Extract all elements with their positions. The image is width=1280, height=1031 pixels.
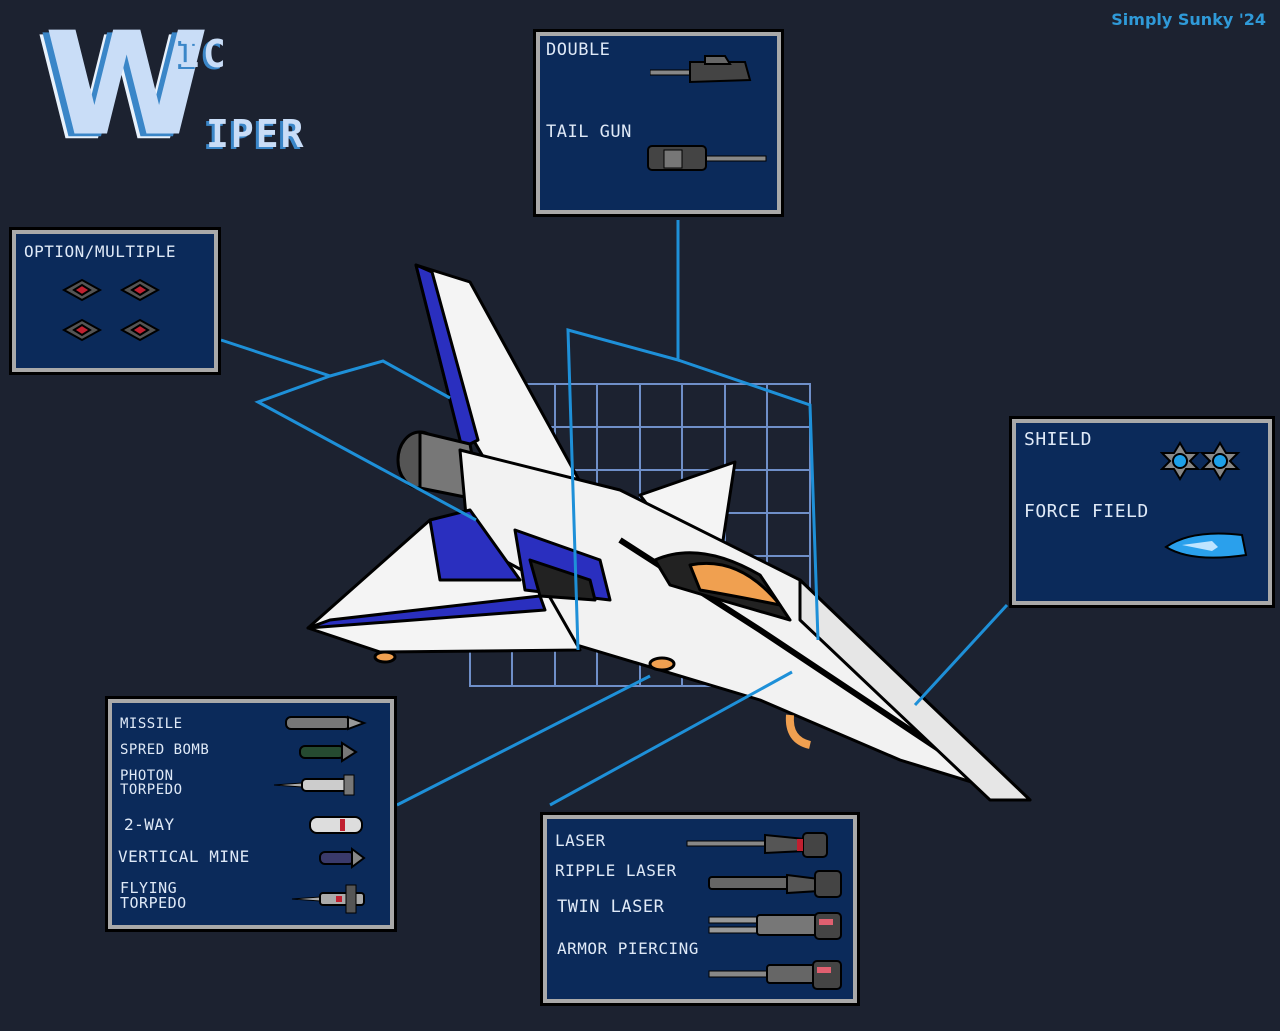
panel-lasers: LASER RIPPLE LASER TWIN LASER ARMOR PIER… <box>540 812 860 1006</box>
spred-bomb-icon <box>299 741 358 763</box>
missile-icon <box>285 715 367 731</box>
ripple-laser-icon <box>708 870 842 898</box>
logo-ic: IC <box>178 32 228 76</box>
laser-icon <box>686 832 828 858</box>
logo-iper: IPER <box>206 112 306 156</box>
label-twin-laser: TWIN LASER <box>557 897 665 917</box>
shield-icon <box>1160 441 1241 481</box>
twin-laser-icon <box>708 912 842 940</box>
vertical-mine-icon <box>319 847 366 869</box>
2-way-icon <box>309 816 363 834</box>
vic-viper-ship <box>306 263 1032 802</box>
label-vertical-mine: VERTICAL MINE <box>118 847 250 866</box>
label-double: DOUBLE <box>546 40 611 60</box>
double-gun-icon <box>650 55 752 84</box>
label-missile: MISSILE <box>120 716 183 732</box>
armor-piercing-icon <box>708 960 842 990</box>
label-photon-torpedo: PHOTON TORPEDO <box>120 768 183 798</box>
label-force-field: FORCE FIELD <box>1024 501 1149 522</box>
tail-gun-icon <box>647 145 767 171</box>
label-ripple-laser: RIPPLE LASER <box>555 861 677 880</box>
panel-missiles: MISSILE SPRED BOMB PHOTON TORPEDO 2-WAY … <box>105 696 397 932</box>
label-spred-bomb: SPRED BOMB <box>120 742 210 758</box>
label-armor-piercing: ARMOR PIERCING <box>557 939 699 958</box>
photon-torpedo-icon <box>273 774 355 796</box>
label-shield: SHIELD <box>1024 429 1093 450</box>
panel-option-multiple: OPTION/MULTIPLE <box>9 227 221 375</box>
vic-viper-logo: W IC IPER <box>28 10 308 170</box>
leader-lines <box>220 220 1009 807</box>
panel-shield-forcefield: SHIELD FORCE FIELD <box>1009 416 1275 608</box>
option-orbs-icon <box>61 278 161 342</box>
panel-double-tailgun: DOUBLE TAIL GUN <box>533 29 784 217</box>
label-2-way: 2-WAY <box>124 815 175 834</box>
label-laser: LASER <box>555 831 606 850</box>
label-tail-gun: TAIL GUN <box>546 122 632 142</box>
logo-w: W <box>44 2 209 168</box>
force-field-icon <box>1164 532 1248 559</box>
label-flying-torpedo: FLYING TORPEDO <box>120 879 187 912</box>
artist-credit: Simply Sunky '24 <box>1111 10 1266 29</box>
flying-torpedo-icon <box>291 884 365 914</box>
label-option-multiple: OPTION/MULTIPLE <box>24 242 176 261</box>
